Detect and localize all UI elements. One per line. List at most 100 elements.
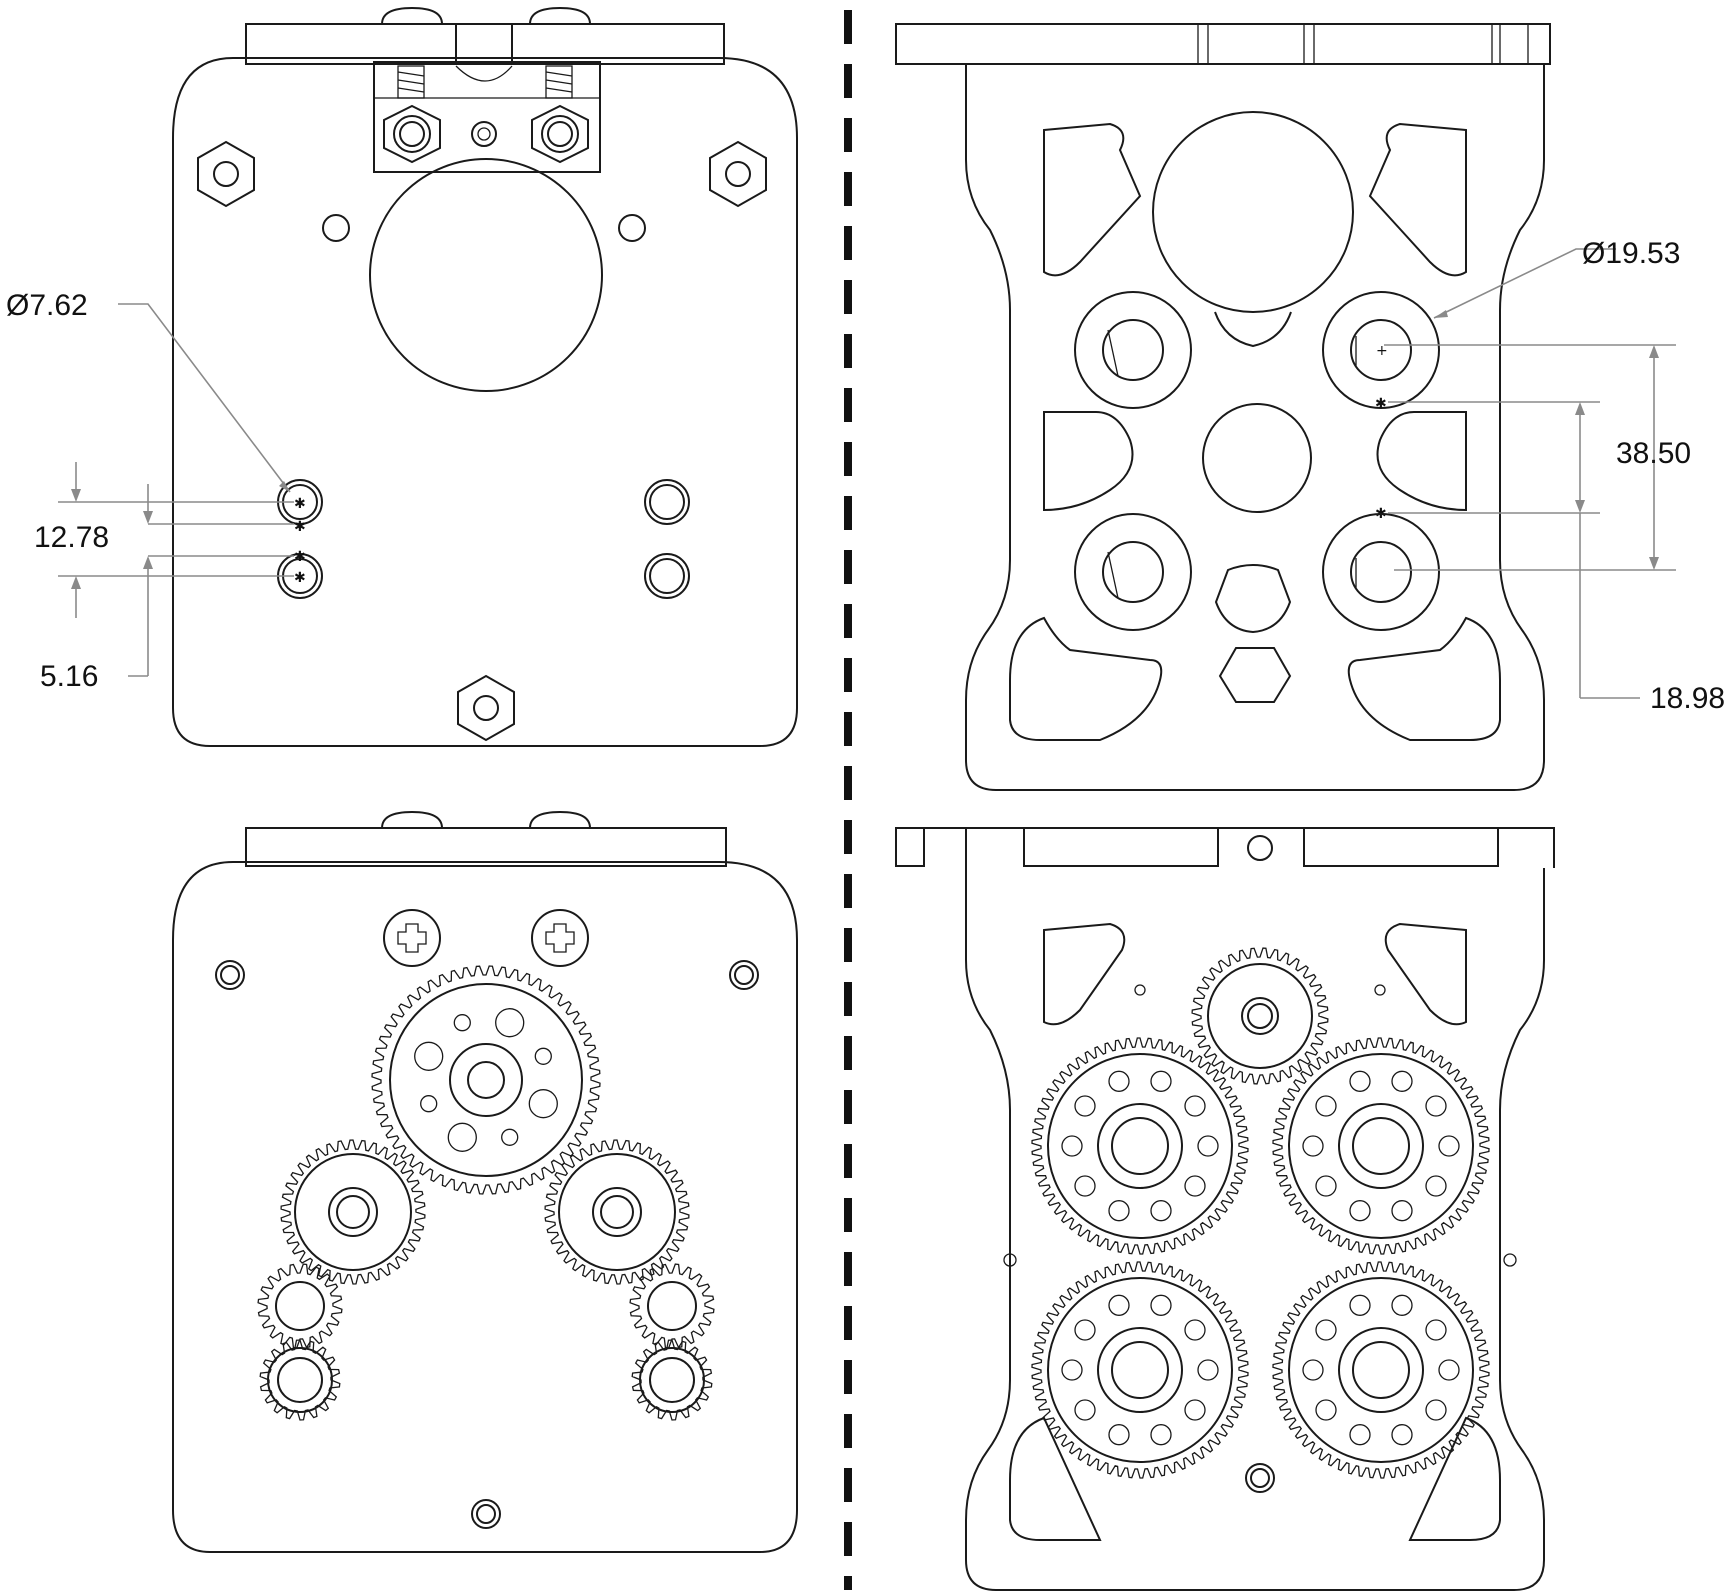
gear-mid-right (544, 1139, 690, 1285)
dim-left-hole-diameter: Ø7.62 (6, 289, 88, 322)
gear-bolt (447, 1122, 477, 1152)
screw-head-left (380, 6, 444, 25)
phillips-screw-right (531, 909, 589, 967)
gear-large-1 (1031, 1037, 1249, 1255)
gear-hole (1349, 1200, 1371, 1222)
gear-large-2 (1272, 1037, 1490, 1255)
gear-mid-left (280, 1139, 426, 1285)
gear-hole (1150, 1294, 1172, 1316)
gear-bolt (414, 1041, 444, 1071)
gear-bolt (501, 1128, 519, 1146)
gear-hole (1302, 1359, 1324, 1381)
screw-head-right (528, 6, 592, 25)
bearing-upper-left (1074, 291, 1192, 409)
gear-hole (1425, 1095, 1447, 1117)
bottom-mount-plate (245, 827, 727, 867)
gear-hole (1425, 1175, 1447, 1197)
cutout-mid-left (1043, 411, 1134, 512)
clamp-nut-right (531, 104, 589, 164)
gear-hole (1184, 1399, 1206, 1421)
spring-left (397, 65, 425, 99)
corner-nut-left (197, 140, 255, 208)
gear-bolt (534, 1047, 552, 1065)
gear-hole (1315, 1175, 1337, 1197)
gear-hole (1061, 1135, 1083, 1157)
gear-hole (1438, 1135, 1460, 1157)
gear-hole (1074, 1095, 1096, 1117)
gear-hole (1425, 1319, 1447, 1341)
spring-right (545, 65, 573, 99)
gear-hole (1315, 1319, 1337, 1341)
left-dimensions (58, 303, 294, 677)
gear-small-right-upper (629, 1263, 715, 1349)
gear-hole (1391, 1070, 1413, 1092)
phillips-screw-left (383, 909, 441, 967)
cutout-bottom-right (1347, 616, 1501, 741)
gear-hole (1349, 1424, 1371, 1446)
svg-text:✱: ✱ (294, 496, 306, 512)
gear-hole (1349, 1294, 1371, 1316)
gear-hole (1425, 1399, 1447, 1421)
gear-hole (1184, 1095, 1206, 1117)
bottom-right-view (895, 827, 1555, 1591)
plate-body (172, 57, 798, 747)
bearing-lower-right (1322, 513, 1440, 631)
gear-hole (1391, 1294, 1413, 1316)
lower-chassis-outline (896, 827, 1555, 1591)
gear-hole (1108, 1294, 1130, 1316)
svg-text:✱: ✱ (1375, 396, 1387, 412)
gear-hole (1108, 1200, 1130, 1222)
gear-hole (1108, 1070, 1130, 1092)
gear-hole (1074, 1399, 1096, 1421)
bottom-left-view (172, 810, 798, 1553)
gear-central-large (371, 965, 601, 1195)
gear-hole (1197, 1359, 1219, 1381)
gear-large-3 (1031, 1261, 1249, 1479)
center-bore (1202, 403, 1312, 513)
svg-text:✱: ✱ (294, 570, 306, 586)
gear-bolt (495, 1008, 525, 1038)
gear-hole (1391, 1200, 1413, 1222)
gear-hole (1150, 1200, 1172, 1222)
gear-hole (1438, 1359, 1460, 1381)
left-gear-train (257, 965, 715, 1421)
clamp-nut-left (383, 104, 441, 164)
cutout-mid-right (1376, 411, 1467, 512)
top-rail (895, 23, 1551, 65)
bottom-nut (457, 674, 515, 742)
gear-hole (1391, 1424, 1413, 1446)
upper-motor-bore (1152, 111, 1354, 313)
gear-bolt (528, 1089, 558, 1119)
top-left-view: ✱ ✱ ✱ ✱ (172, 6, 798, 747)
svg-text:✱: ✱ (294, 519, 306, 535)
cutout-top-left (1043, 122, 1142, 277)
main-bore (369, 158, 603, 392)
gear-hole (1315, 1095, 1337, 1117)
bearing-upper-right: + (1322, 291, 1440, 409)
cutout-top-right (1368, 122, 1467, 277)
gear-top-idler (1191, 947, 1329, 1085)
svg-text:+: + (1376, 343, 1388, 359)
corner-nut-right (709, 140, 767, 208)
dim-right-pitch: 38.50 (1616, 437, 1691, 470)
cutout-lower-top-right (1384, 922, 1467, 1026)
cutout-lower-top-left (1043, 922, 1126, 1026)
right-gear-array (1031, 947, 1490, 1479)
gear-bolt (453, 1014, 471, 1032)
gear-hole (1061, 1359, 1083, 1381)
gear-hole (1108, 1424, 1130, 1446)
clamp-block (373, 61, 601, 173)
gear-hole (1184, 1175, 1206, 1197)
top-mount-plate (245, 23, 725, 65)
hex-pocket (1218, 647, 1292, 703)
top-right-view: + ✱ ✱ (895, 23, 1551, 791)
gear-hole (1074, 1319, 1096, 1341)
dim-right-offset: 18.98 (1650, 682, 1725, 715)
gear-hole (1184, 1319, 1206, 1341)
gear-large-4 (1272, 1261, 1490, 1479)
bearing-lower-left (1074, 513, 1192, 631)
dim-left-offset: 5.16 (40, 660, 98, 693)
gear-hole (1074, 1175, 1096, 1197)
gear-hole (1349, 1070, 1371, 1092)
